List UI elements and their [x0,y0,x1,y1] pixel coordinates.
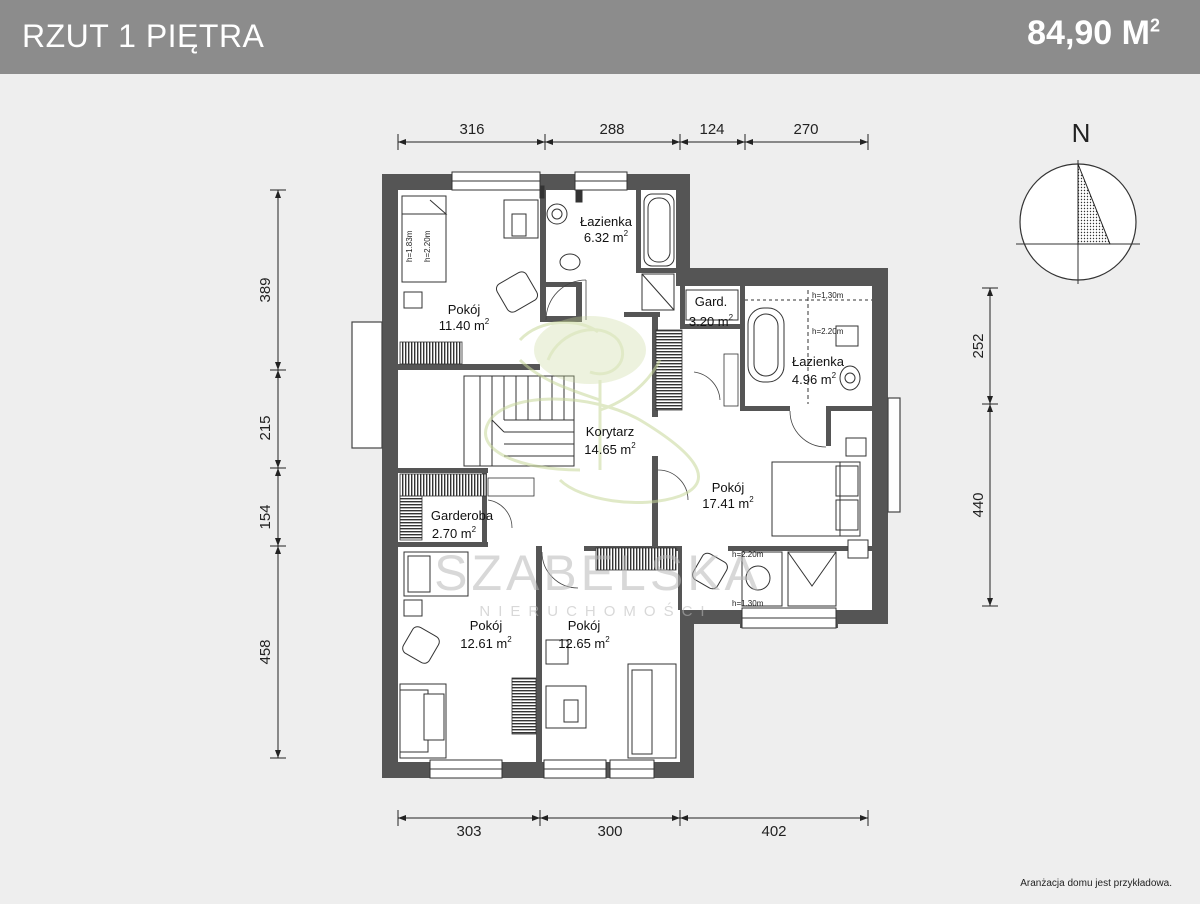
room4-furniture [545,639,677,759]
dim-left-1: 389 [257,277,274,302]
height-note-2: h=2.20m [423,230,432,262]
disclaimer-note: Aranżacja domu jest przykładowa. [1020,878,1172,889]
room2-name: Pokój [712,480,745,495]
height-note-1: h=1.83m [405,230,414,262]
total-area-unit: 2 [1149,15,1160,36]
room4-name: Pokój [568,618,601,633]
gard-area: 3.20 m2 [689,313,734,329]
dim-right-1: 252 [970,333,987,358]
header-bar: RZUT 1 PIĘTRA 84,90 M2 [0,0,1200,74]
room2-area: 17.41 m2 [702,495,754,511]
watermark-logo: SZABELSKA NIERUCHOMOŚCI [434,316,762,620]
dim-top-2: 288 [599,121,624,138]
dim-left-4: 458 [257,639,274,664]
bath1-name: Łazienka [580,214,633,229]
wardrobe-area: 2.70 m2 [432,525,477,541]
windows [429,171,837,779]
room4-area: 12.65 m2 [558,635,610,651]
wardrobes [399,329,739,735]
bath2-area: 4.96 m2 [792,371,837,387]
dim-top-3: 124 [699,121,724,138]
dim-bottom-1: 303 [456,823,481,840]
room3-area: 12.61 m2 [460,635,512,651]
room1-area: 11.40 m2 [439,317,490,333]
height-note-6: h=1.30m [732,599,764,608]
bath2-name: Łazienka [792,354,845,369]
wardrobe-name: Garderoba [431,508,494,523]
watermark-sub: NIERUCHOMOŚCI [479,602,712,620]
total-area-value: 84,90 M [1027,14,1150,52]
page-title: RZUT 1 PIĘTRA [22,18,265,54]
dim-left-2: 215 [257,415,274,440]
height-note-3: h=1,30m [812,291,844,300]
bathroom2-fixtures [685,289,872,404]
balcony-left [351,321,383,449]
dim-right-2: 440 [970,492,987,517]
room1-furniture [401,195,539,313]
room3-furniture [399,551,469,759]
dimension-arrows [275,139,993,821]
height-notes: h=1.83m h=2.20m h=1,30m h=2.20m h=2.20m … [405,230,844,608]
height-note-5: h=2.20m [732,550,764,559]
room2-furniture [692,437,869,607]
dim-bottom-2: 300 [597,823,622,840]
balcony-right [887,397,901,513]
height-note-4: h=2.20m [812,327,844,336]
bathroom1-fixtures [539,185,675,311]
room-labels: Pokój 11.40 m2 Łazienka 6.32 m2 Gard. 3.… [431,214,845,651]
dim-top-1: 316 [459,121,484,138]
watermark-brand: SZABELSKA [434,545,762,601]
bath1-area: 6.32 m2 [584,229,629,245]
dim-bottom-3: 402 [761,823,786,840]
corridor-name: Korytarz [586,424,634,439]
dim-top-4: 270 [793,121,818,138]
staircase [463,375,575,467]
total-area: 84,90 M2 [1027,14,1160,53]
compass-icon: N [1016,118,1140,284]
room1-name: Pokój [448,302,481,317]
corridor-area: 14.65 m2 [584,441,636,457]
compass-north-label: N [1072,118,1091,148]
dim-left-3: 154 [257,504,274,529]
gard-name: Gard. [695,294,728,309]
door-swings [487,279,827,589]
room3-name: Pokój [470,618,503,633]
